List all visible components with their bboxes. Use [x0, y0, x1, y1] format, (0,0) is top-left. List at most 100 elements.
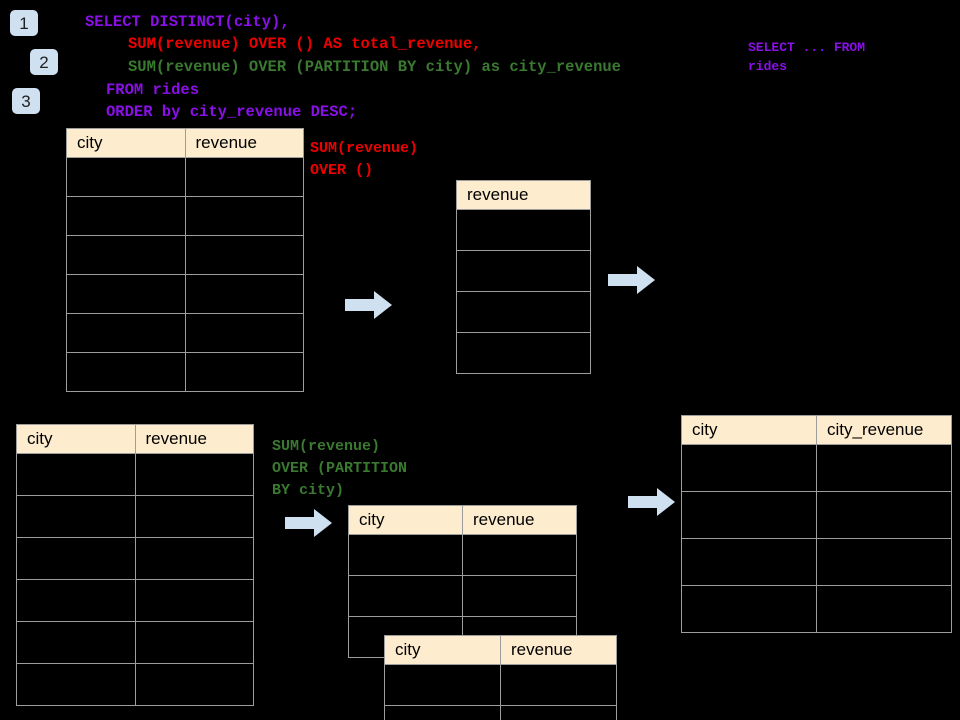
sql-line-5: ORDER by city_revenue DESC;	[106, 103, 358, 121]
column-header-city_revenue: city_revenue	[816, 415, 952, 445]
table-cell	[134, 537, 254, 580]
column-header-city: city	[66, 128, 186, 158]
table-row	[681, 585, 952, 633]
table-row	[66, 313, 304, 353]
table-row	[66, 352, 304, 392]
table-cell	[16, 663, 136, 706]
table-cell	[348, 534, 463, 576]
table-cell	[681, 585, 817, 633]
table-cell	[384, 705, 501, 720]
right-arrow-icon	[285, 509, 332, 537]
table-cell	[16, 453, 136, 496]
table-cell	[462, 534, 577, 576]
table-row	[66, 196, 304, 236]
table-cell	[66, 235, 186, 275]
table-row	[681, 491, 952, 539]
table-cell	[681, 444, 817, 492]
table-row	[66, 274, 304, 314]
sql-line-2: SUM(revenue) OVER () AS total_revenue,	[128, 35, 482, 53]
table-cell	[66, 157, 186, 197]
table-row	[348, 534, 577, 576]
table-cell	[16, 495, 136, 538]
table-row	[66, 157, 304, 197]
table-total-revenue: revenue	[456, 180, 591, 374]
table-cell	[681, 538, 817, 586]
table-row	[681, 444, 952, 492]
column-header-city: city	[16, 424, 136, 454]
table-cell	[816, 491, 952, 539]
table-row	[384, 664, 617, 706]
table-cell	[816, 444, 952, 492]
table-row	[456, 332, 591, 374]
table-cell	[16, 579, 136, 622]
table-cell	[16, 621, 136, 664]
sql-line-4: FROM rides	[106, 81, 200, 99]
table-cell	[134, 621, 254, 664]
table-row	[681, 538, 952, 586]
arrow-total-to-final	[608, 265, 656, 295]
table-cell	[184, 313, 304, 353]
column-header-city: city	[681, 415, 817, 445]
step-badge-1: 1	[10, 10, 38, 36]
table-cell	[456, 250, 591, 292]
column-header-revenue: revenue	[184, 128, 304, 158]
annotation-1: SUM(revenue) OVER ()	[310, 140, 419, 179]
table-cell	[66, 274, 186, 314]
table-cell	[134, 663, 254, 706]
table-row	[16, 579, 254, 622]
column-header-city: city	[384, 635, 501, 665]
sql-side-note: SELECT ... FROM rides	[748, 40, 866, 74]
table-cell	[681, 491, 817, 539]
column-header-revenue: revenue	[500, 635, 617, 665]
column-header-revenue: revenue	[462, 505, 577, 535]
table-row	[348, 575, 577, 617]
table-cell	[462, 575, 577, 617]
table-cell	[66, 196, 186, 236]
arrow-partition-to-final	[628, 487, 676, 517]
table-row	[16, 621, 254, 664]
table-cell	[456, 291, 591, 333]
right-arrow-icon	[345, 291, 392, 319]
sql-line-1: SELECT DISTINCT(city),	[85, 13, 290, 31]
table-cell	[816, 585, 952, 633]
table-cell	[184, 157, 304, 197]
table-row	[384, 705, 617, 720]
sql-line-3: SUM(revenue) OVER (PARTITION BY city) as…	[128, 58, 621, 76]
table-row	[16, 537, 254, 580]
arrow-source-to-total	[345, 290, 393, 320]
table-row	[16, 663, 254, 706]
table-cell	[134, 579, 254, 622]
arrow-source-to-partition	[285, 508, 333, 538]
table-cell	[16, 537, 136, 580]
table-cell	[184, 196, 304, 236]
table-cell	[184, 274, 304, 314]
table-row	[66, 235, 304, 275]
table-row	[456, 291, 591, 333]
table-row	[456, 250, 591, 292]
column-header-revenue: revenue	[456, 180, 591, 210]
annotation-2: SUM(revenue) OVER (PARTITION BY city)	[272, 438, 408, 499]
table-cell	[456, 332, 591, 374]
column-header-city: city	[348, 505, 463, 535]
table-row	[16, 495, 254, 538]
table-cell	[66, 352, 186, 392]
right-arrow-icon	[608, 266, 655, 294]
table-cell	[456, 209, 591, 251]
table-cell	[500, 705, 617, 720]
table-cell	[384, 664, 501, 706]
table-cell	[816, 538, 952, 586]
table-row	[456, 209, 591, 251]
step-badge-2: 2	[30, 49, 58, 75]
step-badge-3: 3	[12, 88, 40, 114]
table-cell	[66, 313, 186, 353]
